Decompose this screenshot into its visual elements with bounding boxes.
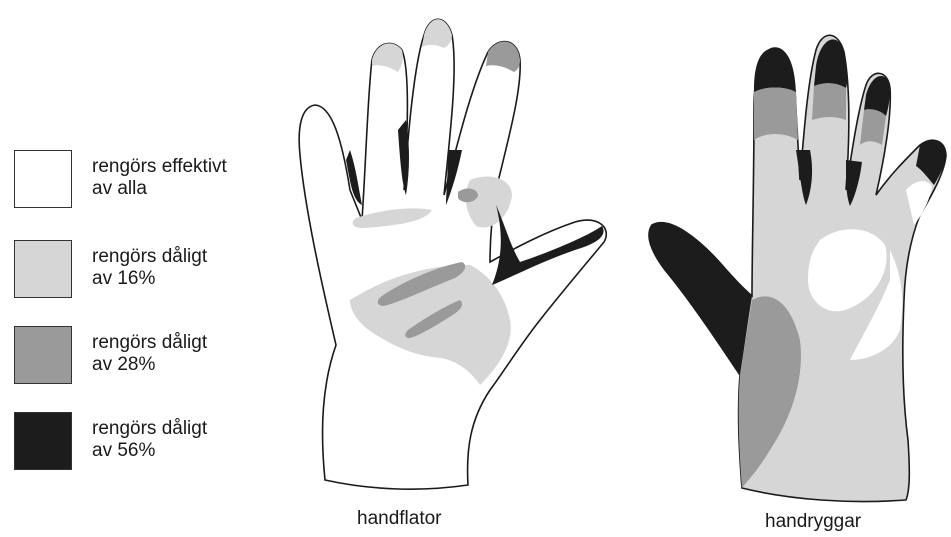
palm-hand [299,19,606,489]
back-mid-ring [860,109,886,145]
back-hand [649,35,946,501]
palm-light-thumbbase [466,177,512,228]
back-dark-thumb [649,223,752,375]
back-mid-middle [812,83,846,120]
caption-palm: handflator [357,508,442,530]
caption-back: handryggar [765,511,861,533]
back-tip-index [754,48,796,92]
back-mid-index [754,88,798,141]
